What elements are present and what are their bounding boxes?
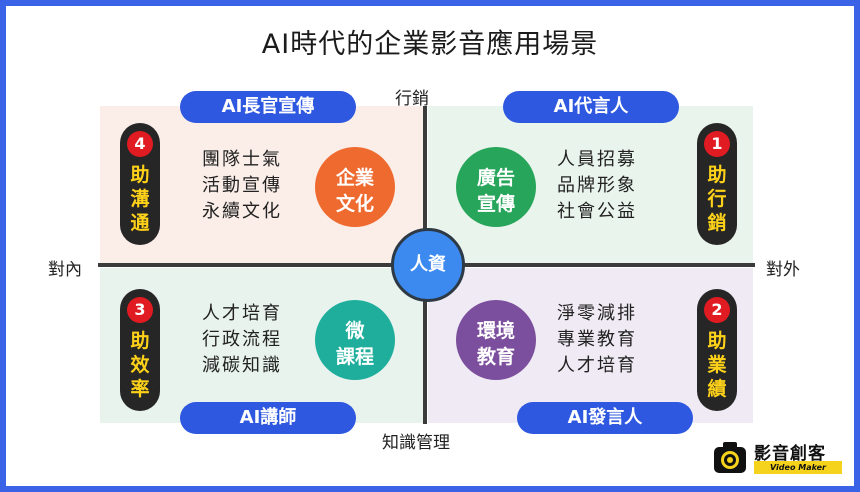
list-item: 人才培育 <box>202 303 282 324</box>
circle-line-1: 廣告 <box>476 167 515 189</box>
circle-top-right: 廣告 宣傳 <box>456 147 536 227</box>
list-bottom-left: 人才培育 行政流程 減碳知識 <box>202 301 282 379</box>
list-item: 減碳知識 <box>202 355 282 376</box>
list-item: 專業教育 <box>557 329 637 350</box>
badge-number: 1 <box>704 131 730 157</box>
circle-bottom-left: 微 課程 <box>315 300 395 380</box>
list-item: 活動宣傳 <box>202 175 282 196</box>
circle-line-2: 課程 <box>335 346 374 368</box>
pill-bottom-left: AI講師 <box>180 402 356 434</box>
badge-text: 助 溝 通 <box>130 164 150 234</box>
circle-top-left: 企業 文化 <box>315 147 395 227</box>
axis-label-bottom: 知識管理 <box>382 433 450 453</box>
circle-line-2: 教育 <box>476 346 515 368</box>
pill-top-right: AI代言人 <box>503 91 679 123</box>
list-top-left: 團隊士氣 活動宣傳 永續文化 <box>202 147 282 225</box>
list-item: 永續文化 <box>202 201 282 222</box>
badge-bottom-left: 3 助 效 率 <box>120 289 160 411</box>
axis-label-top: 行銷 <box>395 89 429 109</box>
logo-name: 影音創客 <box>754 444 826 464</box>
list-item: 人員招募 <box>557 149 637 170</box>
badge-number: 2 <box>704 297 730 323</box>
axis-label-left: 對內 <box>48 260 82 280</box>
badge-top-left: 4 助 溝 通 <box>120 123 160 245</box>
circle-line-1: 微 <box>345 320 365 342</box>
list-item: 行政流程 <box>202 329 282 350</box>
list-item: 品牌形象 <box>557 175 637 196</box>
circle-bottom-right: 環境 教育 <box>456 300 536 380</box>
center-circle: 人資 <box>391 228 465 302</box>
page-title: AI時代的企業影音應用場景 <box>261 29 599 60</box>
badge-text: 助 業 績 <box>707 330 727 400</box>
badge-number: 4 <box>127 131 153 157</box>
list-item: 淨零減排 <box>557 303 637 324</box>
pill-bottom-right: AI發言人 <box>517 402 693 434</box>
list-top-right: 人員招募 品牌形象 社會公益 <box>557 147 637 225</box>
circle-line-2: 宣傳 <box>476 193 515 215</box>
list-item: 社會公益 <box>557 201 637 222</box>
badge-number: 3 <box>127 297 153 323</box>
badge-top-right: 1 助 行 銷 <box>697 123 737 245</box>
camera-icon <box>714 442 746 473</box>
list-bottom-right: 淨零減排 專業教育 人才培育 <box>557 301 637 379</box>
logo-subtitle: Video Maker <box>754 461 842 474</box>
list-item: 人才培育 <box>557 355 637 376</box>
circle-line-1: 環境 <box>476 320 515 342</box>
list-item: 團隊士氣 <box>202 149 282 170</box>
logo: 影音創客 Video Maker <box>712 437 842 477</box>
circle-line-1: 企業 <box>335 167 374 189</box>
axis-label-right: 對外 <box>766 260 800 280</box>
pill-top-left: AI長官宣傳 <box>180 91 356 123</box>
badge-bottom-right: 2 助 業 績 <box>697 289 737 411</box>
badge-text: 助 效 率 <box>130 330 150 400</box>
circle-line-2: 文化 <box>335 193 374 215</box>
badge-text: 助 行 銷 <box>707 164 727 234</box>
